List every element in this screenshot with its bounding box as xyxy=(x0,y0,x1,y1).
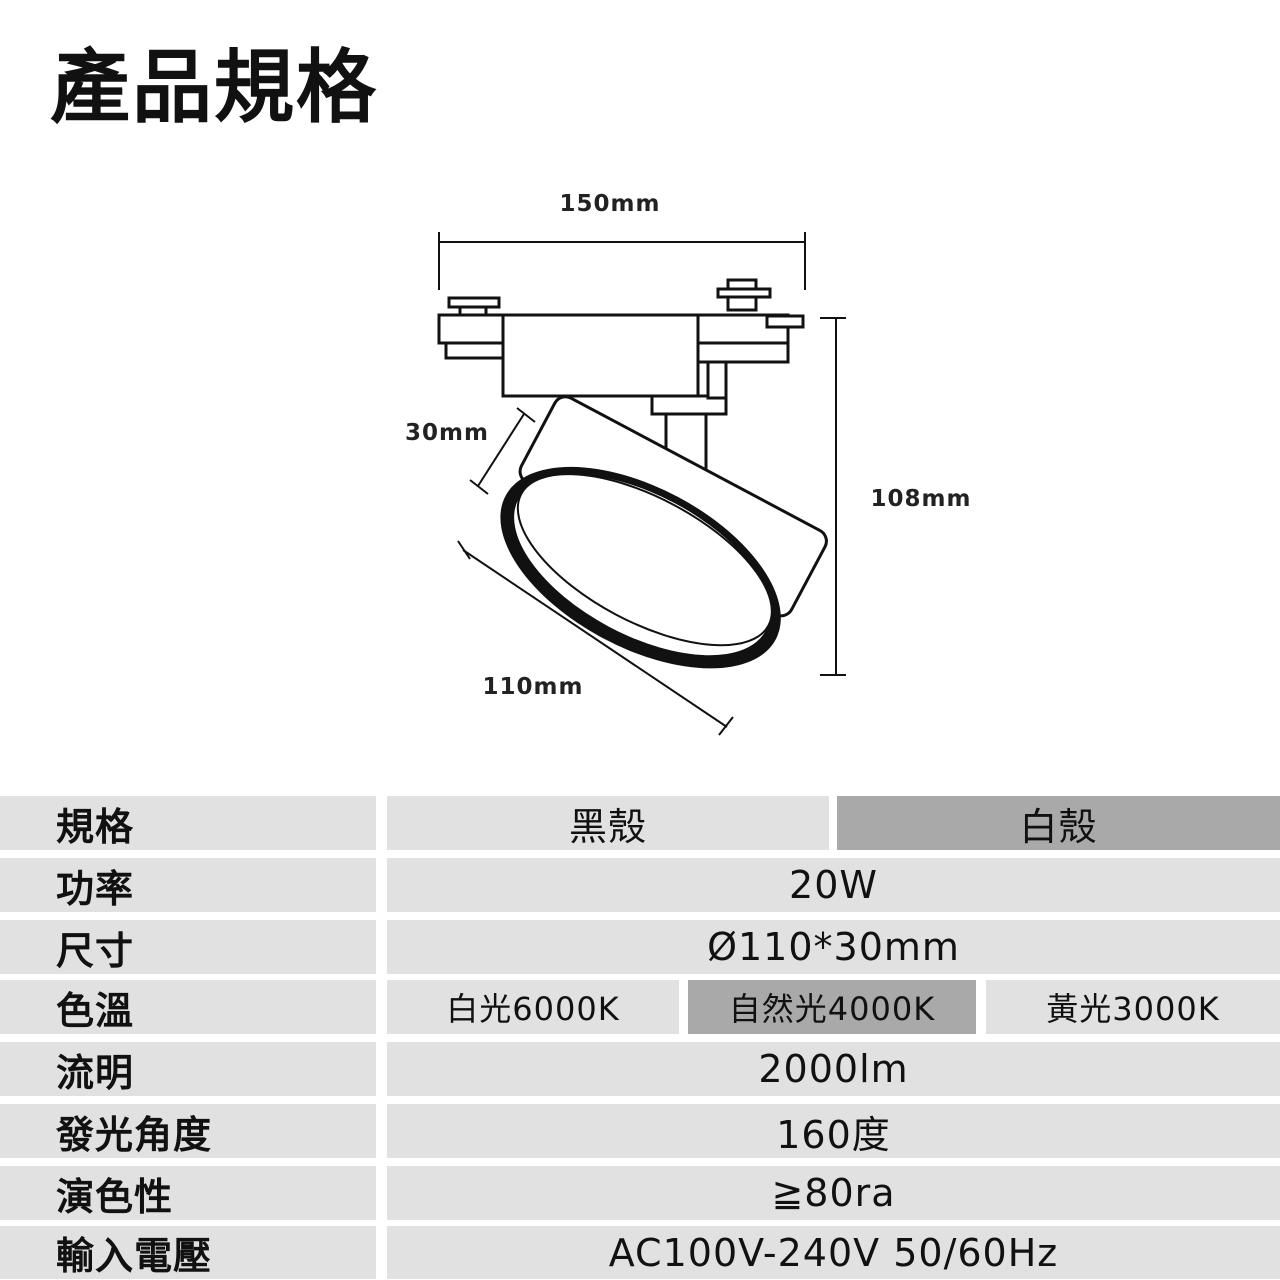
spec-value: Ø110*30mm xyxy=(387,920,1280,974)
spec-value: 2000lm xyxy=(387,1042,1280,1096)
model-option-black: 黑殼 xyxy=(387,796,829,850)
spec-row-model: 規格 黑殼 白殼 xyxy=(0,796,1280,850)
spec-label: 尺寸 xyxy=(0,920,376,974)
spec-value: ≧80ra xyxy=(387,1166,1280,1220)
spec-row-lumen: 流明 2000lm xyxy=(0,1042,1280,1096)
spec-label: 流明 xyxy=(0,1042,376,1096)
lamp-head xyxy=(500,395,828,669)
spec-value: AC100V-240V 50/60Hz xyxy=(387,1226,1280,1279)
spec-row-voltage: 輸入電壓 AC100V-240V 50/60Hz xyxy=(0,1226,1280,1279)
page-title: 產品規格 xyxy=(50,41,378,134)
track-adapter xyxy=(437,278,805,486)
spec-label: 規格 xyxy=(0,796,376,850)
height-label: 108mm xyxy=(871,486,972,512)
spec-row-power: 功率 20W xyxy=(0,858,1280,912)
diameter-dimension-line xyxy=(462,549,728,728)
spec-label: 輸入電壓 xyxy=(0,1226,376,1279)
spec-row-cct: 色溫 白光6000K 自然光4000K 黃光3000K xyxy=(0,980,1280,1034)
depth-label: 30mm xyxy=(405,420,489,446)
model-option-white: 白殼 xyxy=(837,796,1280,850)
diameter-label: 110mm xyxy=(483,674,584,700)
depth-dimension-line xyxy=(477,413,525,487)
spec-label: 發光角度 xyxy=(0,1104,376,1158)
spec-label: 色溫 xyxy=(0,980,376,1034)
cct-option-3000k: 黃光3000K xyxy=(986,980,1280,1034)
spec-row-angle: 發光角度 160度 xyxy=(0,1104,1280,1158)
cct-option-6000k: 白光6000K xyxy=(387,980,679,1034)
spec-value: 160度 xyxy=(387,1104,1280,1158)
spec-row-size: 尺寸 Ø110*30mm xyxy=(0,920,1280,974)
cct-option-4000k: 自然光4000K xyxy=(688,980,976,1034)
spec-row-cri: 演色性 ≧80ra xyxy=(0,1166,1280,1220)
spec-value: 20W xyxy=(387,858,1280,912)
spec-label: 演色性 xyxy=(0,1166,376,1220)
spec-label: 功率 xyxy=(0,858,376,912)
width-label: 150mm xyxy=(560,191,661,217)
product-dimension-drawing: 150mm 108mm 30mm 110mm xyxy=(405,191,972,736)
